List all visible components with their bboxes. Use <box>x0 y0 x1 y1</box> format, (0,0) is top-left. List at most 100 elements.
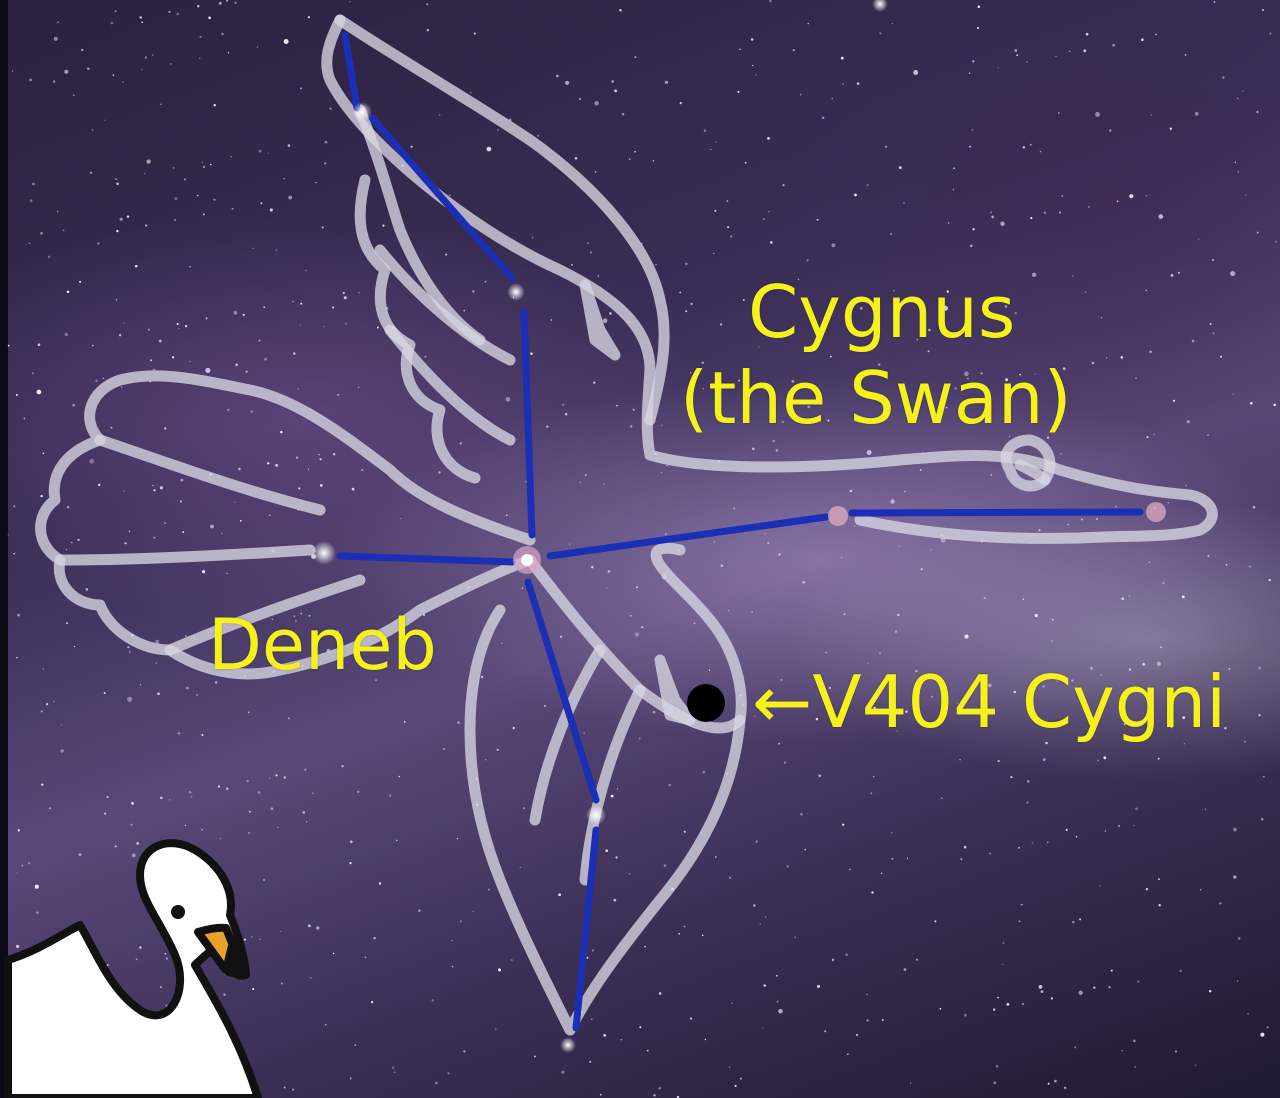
background-star <box>523 807 525 809</box>
background-star <box>778 553 780 555</box>
background-star <box>1269 32 1271 34</box>
background-star <box>308 469 309 470</box>
background-star <box>316 926 319 929</box>
background-star <box>233 311 237 315</box>
background-star <box>319 458 321 460</box>
background-star <box>404 721 406 723</box>
background-star <box>1219 902 1221 904</box>
background-star <box>1079 918 1081 920</box>
background-star <box>1019 920 1021 922</box>
background-star <box>794 937 796 939</box>
background-star <box>904 968 907 971</box>
background-star <box>1010 776 1012 778</box>
background-star <box>854 525 856 527</box>
background-star <box>226 0 228 2</box>
background-star <box>544 705 546 707</box>
background-star <box>221 533 222 534</box>
background-star <box>765 916 766 917</box>
background-star <box>1003 942 1005 944</box>
background-star <box>418 910 420 912</box>
background-star <box>800 94 801 95</box>
background-star <box>1129 194 1133 198</box>
background-star <box>776 449 778 451</box>
background-star <box>297 388 298 389</box>
background-star <box>1115 506 1117 508</box>
background-star <box>1226 564 1228 566</box>
background-star <box>690 1017 692 1019</box>
background-star <box>1178 272 1180 274</box>
background-star <box>1145 290 1146 291</box>
background-star <box>148 329 150 331</box>
background-star <box>127 646 129 648</box>
background-star <box>1209 990 1211 992</box>
background-star <box>281 982 283 984</box>
background-star <box>61 724 62 725</box>
background-star <box>1195 112 1199 116</box>
background-star <box>189 266 191 268</box>
background-star <box>1214 1 1216 3</box>
background-star <box>312 792 314 794</box>
background-star <box>709 670 710 671</box>
background-star <box>132 854 136 858</box>
background-star <box>121 386 122 387</box>
background-star <box>720 323 722 325</box>
background-star <box>201 734 203 736</box>
background-star <box>684 831 686 833</box>
background-star <box>104 692 106 694</box>
background-star <box>426 3 428 5</box>
background-star <box>35 885 39 889</box>
background-star <box>220 838 222 840</box>
background-star <box>136 959 138 961</box>
background-star <box>210 525 214 529</box>
background-star <box>964 1014 967 1017</box>
background-star <box>191 796 193 798</box>
background-star <box>40 232 43 235</box>
background-star <box>841 57 844 60</box>
background-star <box>40 495 42 497</box>
background-star <box>964 634 968 638</box>
background-star <box>219 2 222 5</box>
background-star <box>284 178 285 179</box>
background-star <box>1121 356 1124 359</box>
background-star <box>344 296 347 299</box>
background-star <box>208 16 211 19</box>
background-star <box>145 56 147 58</box>
background-star <box>743 299 745 301</box>
background-star <box>213 199 215 201</box>
background-star <box>585 474 587 476</box>
background-star <box>1253 506 1256 509</box>
background-star <box>203 213 205 215</box>
background-star <box>1055 56 1056 57</box>
constellation-name-label: Cygnus <box>748 276 1015 348</box>
background-star <box>735 1085 737 1087</box>
background-star <box>258 791 261 794</box>
background-star <box>32 183 35 186</box>
background-star <box>939 1008 941 1010</box>
background-star <box>284 39 289 44</box>
background-star <box>1097 759 1099 761</box>
background-star <box>174 197 177 200</box>
background-star <box>140 684 141 685</box>
background-star <box>358 386 359 387</box>
background-star <box>1205 808 1206 809</box>
background-star <box>1022 1003 1024 1005</box>
background-star <box>308 16 310 18</box>
background-star <box>678 933 680 935</box>
background-star <box>1242 90 1243 91</box>
background-star <box>248 712 249 713</box>
background-star <box>934 920 936 922</box>
background-star <box>361 469 363 471</box>
background-star <box>64 70 68 74</box>
background-star <box>591 566 593 568</box>
background-star <box>238 468 241 471</box>
background-star <box>77 539 79 541</box>
background-star <box>325 141 328 144</box>
background-star <box>186 687 189 690</box>
background-star <box>653 1094 655 1096</box>
background-star <box>1026 802 1028 804</box>
background-star <box>1108 986 1110 988</box>
background-star <box>569 544 570 545</box>
background-star <box>352 488 355 491</box>
background-star <box>90 172 92 174</box>
background-star <box>714 210 716 212</box>
